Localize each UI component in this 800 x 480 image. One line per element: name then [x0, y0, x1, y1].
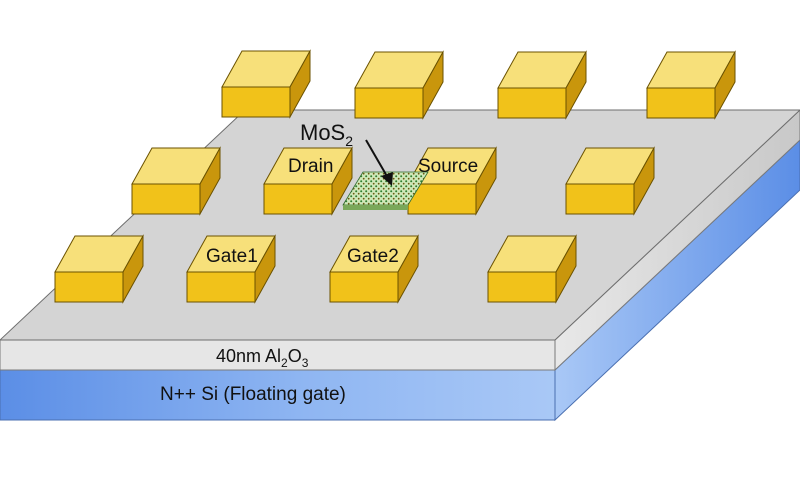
pad-back-3-side	[565, 50, 587, 120]
pad-mid-4	[565, 146, 655, 216]
pad-drain-front	[263, 183, 333, 215]
pad-front-1	[54, 234, 144, 304]
pad-front-1-front	[54, 271, 124, 303]
mos2-flake-edge	[343, 205, 408, 210]
pad-gate1-side	[254, 234, 276, 304]
pad-back-3	[497, 50, 587, 120]
substrate-layer	[0, 139, 800, 422]
pad-back-3-front	[497, 87, 567, 119]
pad-drain	[263, 146, 353, 216]
pad-back-4-front	[646, 87, 716, 119]
pad-front-4	[487, 234, 577, 304]
pad-gate1-front	[186, 271, 256, 303]
arrow-down-icon	[365, 139, 393, 186]
pad-back-2-front	[354, 87, 424, 119]
gate2-label: Gate2	[347, 246, 399, 267]
pad-mid-4-front	[565, 183, 635, 215]
pad-gate2-side	[397, 234, 419, 304]
pad-back-1-front	[221, 86, 291, 118]
pad-back-4	[646, 50, 736, 120]
pad-gate2	[329, 234, 419, 304]
pad-back-4-side	[714, 50, 736, 120]
pad-front-4-side	[555, 234, 577, 304]
pad-source-side	[475, 146, 497, 216]
contact-pads	[54, 49, 736, 304]
pad-back-2-side	[422, 50, 444, 120]
pad-front-4-front	[487, 271, 557, 303]
pad-mid-1-front	[131, 183, 201, 215]
drain-label: Drain	[288, 156, 333, 177]
pad-source	[407, 146, 497, 216]
oxide-label: 40nm Al2O3	[216, 346, 309, 370]
pad-front-1-side	[122, 234, 144, 304]
pad-gate1	[186, 234, 276, 304]
pad-back-2	[354, 50, 444, 120]
pad-gate2-front	[329, 271, 399, 303]
gate1-label: Gate1	[206, 246, 258, 267]
pad-mid-4-side	[633, 146, 655, 216]
pad-mid-1	[131, 146, 221, 216]
mos2-label: MoS2	[300, 120, 353, 149]
pad-mid-1-side	[199, 146, 221, 216]
source-label: Source	[418, 156, 478, 177]
pad-back-1-side	[289, 49, 311, 119]
substrate-label: N++ Si (Floating gate)	[160, 384, 346, 405]
pad-back-1	[221, 49, 311, 119]
mos2-flake	[342, 171, 429, 210]
pad-drain-side	[331, 146, 353, 216]
